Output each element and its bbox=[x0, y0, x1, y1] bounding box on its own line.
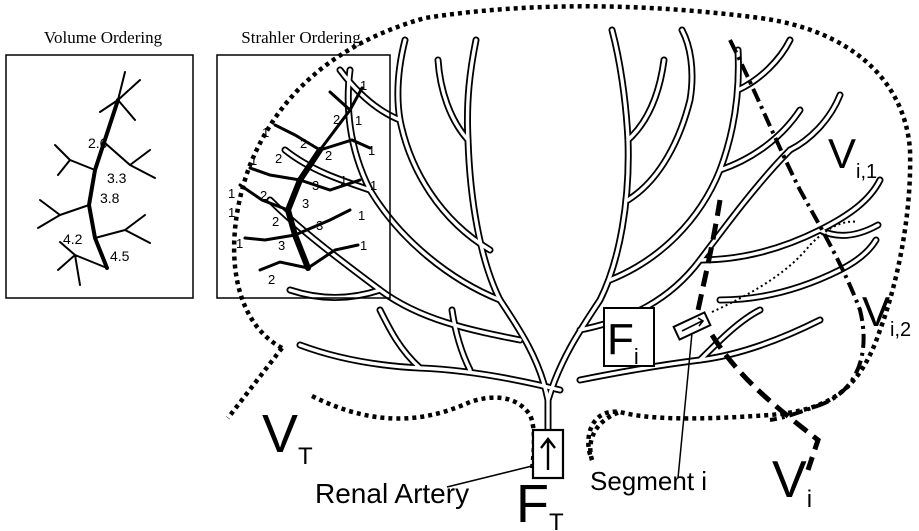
volume-label-2.6: 2.6 bbox=[88, 135, 108, 151]
strahler-label: 2 bbox=[333, 112, 340, 127]
strahler-label: 1 bbox=[340, 173, 347, 188]
segment-i-leader bbox=[678, 333, 692, 478]
strahler-label: 1 bbox=[262, 125, 269, 140]
segment-i-label: Segment i bbox=[590, 466, 707, 496]
kidney-outline-hilum-right bbox=[590, 412, 620, 460]
renal-artery-label: Renal Artery bbox=[315, 478, 469, 509]
strahler-label: 2 bbox=[272, 214, 279, 229]
volume-label-3.3: 3.3 bbox=[107, 170, 127, 186]
volume-label-4.2: 4.2 bbox=[63, 231, 83, 247]
volume-label-4.5: 4.5 bbox=[110, 248, 130, 264]
strahler-label: 1 bbox=[228, 205, 235, 220]
strahler-label: 1 bbox=[360, 238, 367, 253]
vt-label: VT bbox=[262, 404, 313, 470]
strahler-label: 1 bbox=[370, 178, 377, 193]
territory-boundary bbox=[730, 40, 864, 420]
strahler-label: 1 bbox=[368, 143, 375, 158]
vi1-label: Vi,1 bbox=[828, 130, 877, 183]
volume-label-3.8: 3.8 bbox=[100, 190, 120, 206]
strahler-label: 2 bbox=[268, 272, 275, 287]
strahler-label: 3 bbox=[278, 238, 285, 253]
volume-ordering-frame bbox=[6, 55, 193, 298]
strahler-label: 1 bbox=[360, 78, 367, 93]
strahler-label: 1 bbox=[228, 186, 235, 201]
strahler-label: 3 bbox=[302, 196, 309, 211]
vi2-label: Vi,2 bbox=[862, 288, 911, 341]
ft-label: FT bbox=[516, 474, 564, 531]
strahler-label: 3 bbox=[312, 178, 319, 193]
strahler-label: 1 bbox=[236, 236, 243, 251]
strahler-label: 2 bbox=[325, 148, 332, 163]
vi-label: Vi bbox=[772, 451, 812, 513]
strahler-label: 2 bbox=[300, 136, 307, 151]
strahler-label: 2 bbox=[260, 188, 267, 203]
volume-ordering-inset: Volume Ordering 2.6 3.3 3.8 4.2 4.5 bbox=[6, 28, 193, 298]
strahler-label: 2 bbox=[275, 151, 282, 166]
strahler-label: 1 bbox=[355, 113, 362, 128]
strahler-label: 1 bbox=[250, 153, 257, 168]
strahler-label: 3 bbox=[316, 218, 323, 233]
strahler-label: 1 bbox=[358, 208, 365, 223]
strahler-ordering-title: Strahler Ordering bbox=[241, 28, 361, 47]
volume-ordering-title: Volume Ordering bbox=[44, 28, 163, 47]
